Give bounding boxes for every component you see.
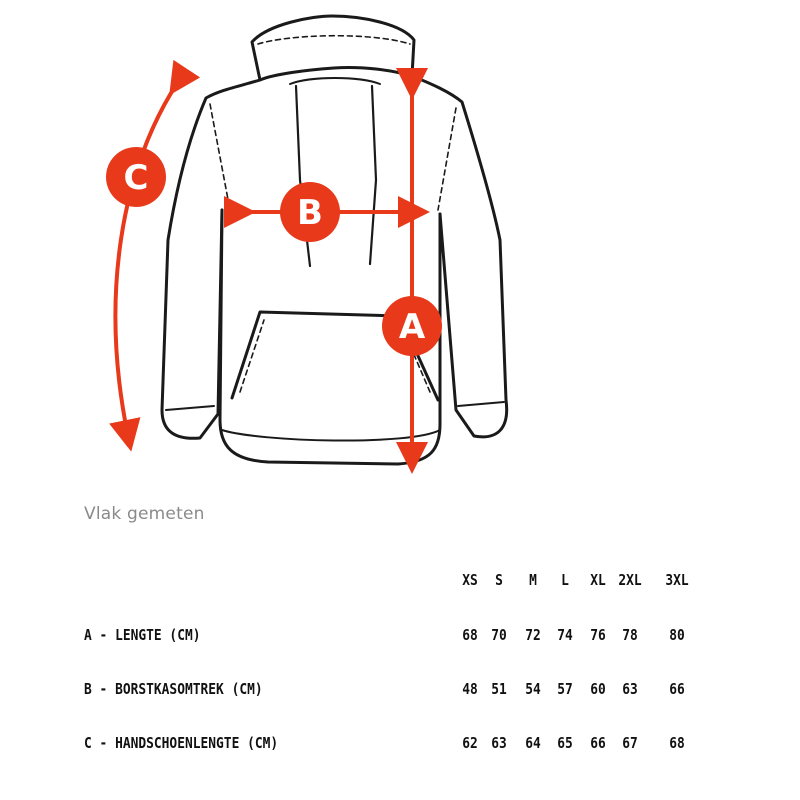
size-header-xs: XS [462,571,478,589]
measure-c-arrow [109,59,201,452]
size-header-3xl: 3XL [665,571,689,589]
table-cell: 66 [669,680,685,698]
table-cell: 68 [462,626,478,644]
table-cell: 70 [491,626,507,644]
size-header-xl: XL [590,571,606,589]
table-cell: 62 [462,734,478,752]
marker-a-label: A [399,307,426,347]
table-cell: 67 [622,734,638,752]
table-cell: 74 [557,626,573,644]
measure-a: A [382,68,442,474]
row-label: B - BORSTKASOMTREK (CM) [84,680,263,698]
hoodie-diagram: A B C [106,14,509,474]
row-label: C - HANDSCHOENLENGTE (CM) [84,734,279,752]
marker-b-badge [280,182,340,242]
table-cell: 78 [622,626,638,644]
marker-a-badge [382,296,442,356]
table-cell: 51 [491,680,507,698]
table-cell: 72 [525,626,541,644]
table-cell: 57 [557,680,573,698]
measurement-note: Vlak gemeten [84,504,205,524]
table-cell: 68 [669,734,685,752]
table-cell: 63 [491,734,507,752]
table-cell: 63 [622,680,638,698]
table-cell: 66 [590,734,606,752]
table-cell: 76 [590,626,606,644]
table-cell: 80 [669,626,685,644]
size-header-l: L [561,571,569,589]
table-cell: 60 [590,680,606,698]
measure-b: B [224,182,430,242]
table-cell: 48 [462,680,478,698]
row-label: A - LENGTE (CM) [84,626,201,644]
hoodie-outline [160,14,509,466]
table-cell: 64 [525,734,541,752]
marker-c-badge [106,147,166,207]
size-header-s: S [495,571,503,589]
size-header-2xl: 2XL [618,571,642,589]
size-header-m: M [529,571,537,589]
marker-c-label: C [124,158,149,198]
marker-b-label: B [297,193,323,233]
measure-c: C [106,59,201,452]
table-cell: 54 [525,680,541,698]
table-cell: 65 [557,734,573,752]
